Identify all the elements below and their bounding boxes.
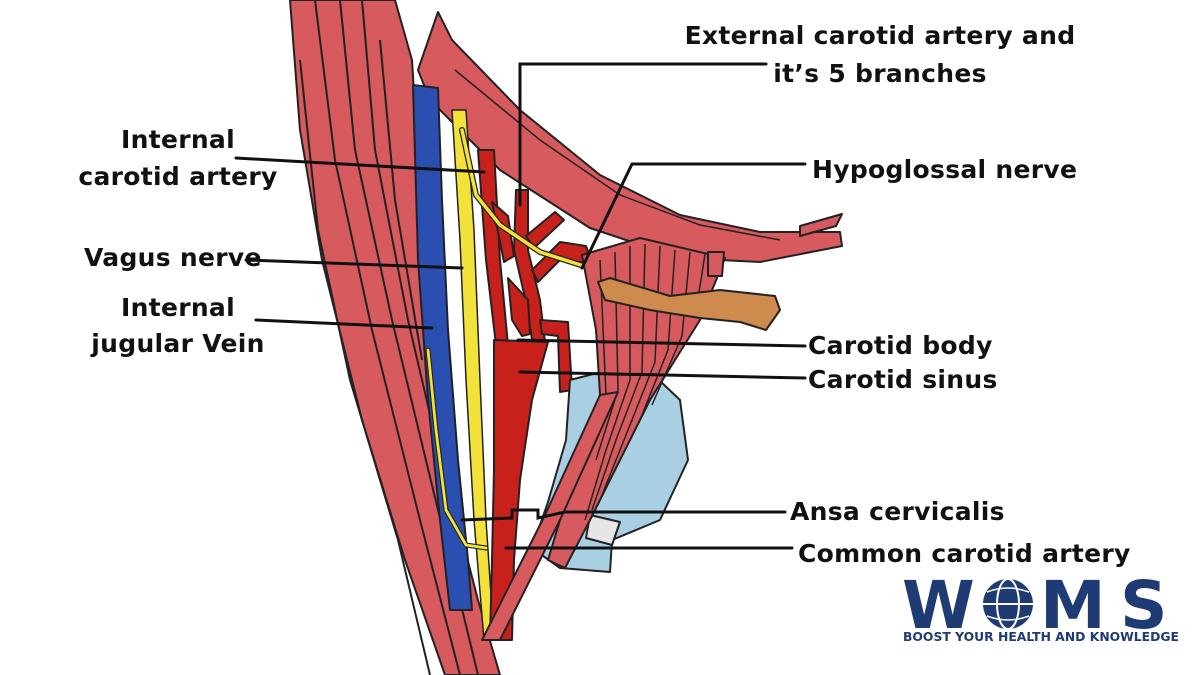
label-vagus-nerve: Vagus nerve [84, 243, 262, 272]
label-hypoglossal-nerve: Hypoglossal nerve [812, 155, 1077, 184]
label-ansa-cervicalis: Ansa cervicalis [790, 497, 1005, 526]
woms-logo: W M S BOOST YOUR HEALTH AND KNOWLEDGE [902, 567, 1179, 644]
label-internal-carotid-line1: Internal [121, 125, 235, 154]
leader-hypoglossal [580, 162, 807, 270]
hyoid-bone [597, 277, 781, 331]
leader-ansa [460, 508, 787, 522]
leader-internal-carotid [234, 156, 486, 174]
label-ijv-line1: Internal [121, 293, 235, 322]
cricoid-cartilage [585, 514, 621, 546]
label-external-carotid-line2: it’s 5 branches [773, 59, 987, 88]
leader-ijv [254, 318, 434, 330]
leader-carotid-body [516, 338, 807, 348]
leader-carotid-sinus [518, 370, 807, 380]
leader-lines [234, 62, 807, 550]
logo-letter-w: W [902, 567, 975, 644]
logo-letter-s: S [1120, 567, 1168, 644]
intermediate-tendon [707, 251, 725, 277]
internal-jugular-vein [412, 84, 473, 611]
globe-icon [983, 578, 1033, 630]
logo-tagline: BOOST YOUR HEALTH AND KNOWLEDGE [903, 629, 1179, 644]
label-external-carotid-line1: External carotid artery and [685, 21, 1076, 50]
labels: External carotid artery and it’s 5 branc… [78, 21, 1130, 568]
leader-vagus [244, 258, 464, 270]
label-internal-carotid-line2: carotid artery [78, 162, 277, 191]
label-carotid-sinus: Carotid sinus [808, 365, 998, 394]
label-common-carotid-artery: Common carotid artery [798, 539, 1131, 568]
label-ijv-line2: jugular Vein [90, 329, 264, 358]
label-carotid-body: Carotid body [808, 331, 993, 360]
leader-external-carotid [518, 62, 768, 207]
logo-letter-m: M [1040, 567, 1106, 644]
